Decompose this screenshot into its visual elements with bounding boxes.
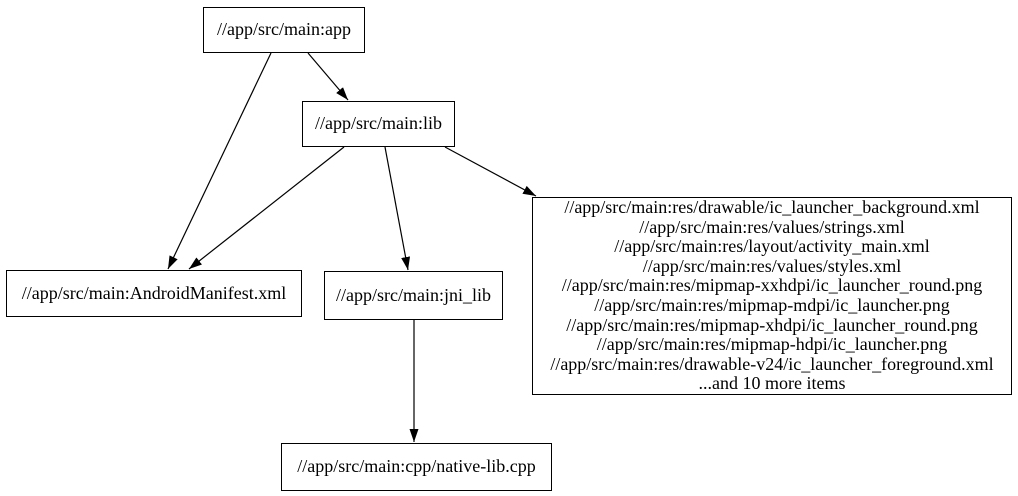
resource-item: //app/src/main:res/values/strings.xml (639, 216, 905, 237)
node-android-manifest-label: //app/src/main:AndroidManifest.xml (21, 282, 287, 303)
resource-item: //app/src/main:res/mipmap-mdpi/ic_launch… (594, 295, 950, 315)
resource-item: //app/src/main:res/mipmap-xhdpi/ic_launc… (566, 314, 978, 335)
resource-item: //app/src/main:res/drawable/ic_launcher_… (564, 197, 980, 218)
node-jni-lib-label: //app/src/main:jni_lib (336, 284, 491, 305)
edge-lib-to-manifest (188, 146, 345, 270)
node-android-manifest: //app/src/main:AndroidManifest.xml (6, 270, 302, 317)
resource-item: //app/src/main:res/mipmap-hdpi/ic_launch… (596, 334, 948, 355)
edge-app-to-manifest (167, 52, 272, 270)
edge-lib-to-resources (444, 146, 537, 197)
resource-item: //app/src/main:res/values/styles.xml (642, 255, 902, 276)
node-native-lib-cpp: //app/src/main:cpp/native-lib.cpp (281, 443, 552, 491)
resource-more-items: ...and 10 more items (698, 373, 846, 394)
edge-lib-to-jni-lib (384, 146, 411, 271)
node-lib: //app/src/main:lib (302, 101, 455, 147)
resource-item: //app/src/main:res/mipmap-xxhdpi/ic_laun… (561, 275, 983, 296)
node-native-lib-cpp-label: //app/src/main:cpp/native-lib.cpp (297, 456, 536, 477)
resource-item: //app/src/main:res/layout/activity_main.… (614, 236, 930, 257)
node-app-label: //app/src/main:app (217, 19, 351, 40)
node-app: //app/src/main:app (203, 7, 365, 53)
node-resources-group: //app/src/main:res/drawable/ic_launcher_… (532, 197, 1012, 395)
node-jni-lib: //app/src/main:jni_lib (324, 271, 503, 320)
node-lib-label: //app/src/main:lib (315, 113, 442, 134)
resource-item: //app/src/main:res/drawable-v24/ic_launc… (550, 353, 994, 374)
edge-app-to-lib (307, 52, 349, 101)
